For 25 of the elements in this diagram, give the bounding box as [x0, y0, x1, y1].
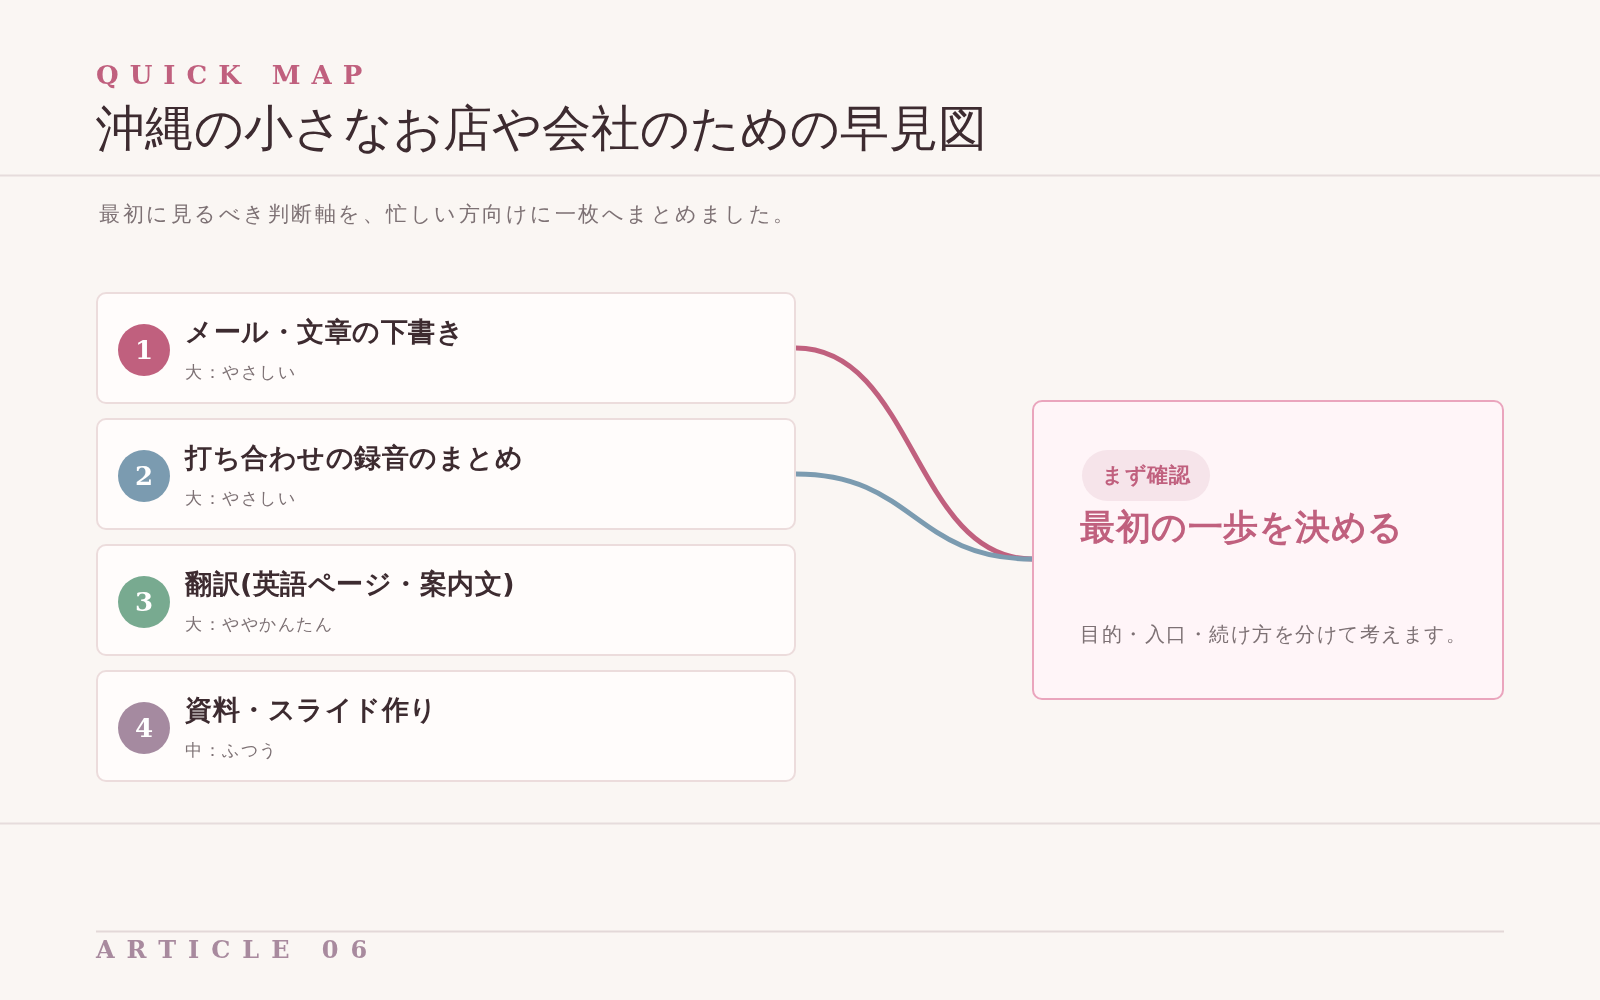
panel-heading: 最初の一歩を決める — [1080, 506, 1404, 548]
step-number: 1 — [118, 324, 170, 376]
difficulty-text: 大：やさしい — [185, 361, 296, 384]
task-card — [96, 418, 796, 530]
task-card — [96, 544, 796, 656]
footer-label: ARTICLE 06 — [96, 936, 380, 965]
task-title: メール・文章の下書き — [185, 316, 464, 349]
difficulty-text: 大：やさしい — [185, 487, 296, 510]
kicker-label: QUICK MAP — [96, 60, 374, 92]
step-number: 2 — [118, 450, 170, 502]
task-title: 翻訳(英語ページ・案内文) — [185, 568, 516, 601]
step-number: 4 — [118, 702, 170, 754]
step-number: 3 — [118, 576, 170, 628]
page-title: 沖縄の小さなお店や会社のための早見図 — [96, 100, 987, 159]
task-card — [96, 670, 796, 782]
status-tag: まず確認 — [1082, 450, 1210, 501]
difficulty-text: 大：ややかんたん — [185, 613, 333, 636]
difficulty-text: 中：ふつう — [185, 739, 278, 762]
panel-description: 目的・入口・続け方を分けて考えます。 — [1080, 621, 1467, 647]
connector-line — [795, 471, 1033, 562]
task-title: 資料・スライド作り — [185, 694, 438, 727]
summary-panel — [1032, 400, 1504, 700]
task-title: 打ち合わせの録音のまとめ — [185, 442, 523, 475]
task-card — [96, 292, 796, 404]
subtitle-text: 最初に見るべき判断軸を、忙しい方向けに一枚へまとめました。 — [99, 201, 797, 228]
